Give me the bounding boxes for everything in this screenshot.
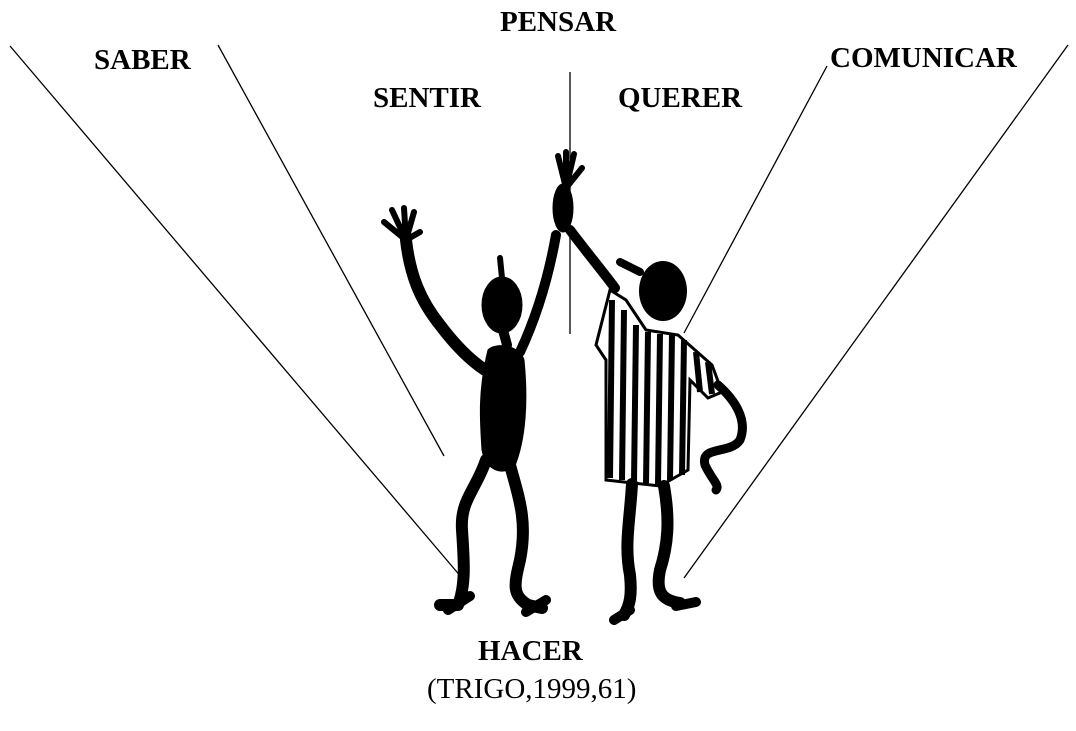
ray-inner-right	[683, 65, 828, 334]
ray-outer-left	[9, 45, 463, 579]
citation: (TRIGO,1999,61)	[427, 673, 637, 705]
label-comunicar: COMUNICAR	[830, 42, 1017, 74]
radiating-lines	[9, 44, 1069, 579]
right-dancing-figure	[565, 225, 747, 625]
label-querer: QUERER	[618, 82, 743, 114]
label-hacer: HACER	[478, 635, 583, 667]
label-sentir: SENTIR	[373, 82, 481, 114]
label-saber: SABER	[94, 44, 191, 76]
ray-outer-right	[683, 44, 1069, 579]
label-pensar: PENSAR	[500, 6, 617, 38]
left-dancing-figure	[381, 149, 585, 617]
ray-inner-left	[217, 44, 445, 457]
